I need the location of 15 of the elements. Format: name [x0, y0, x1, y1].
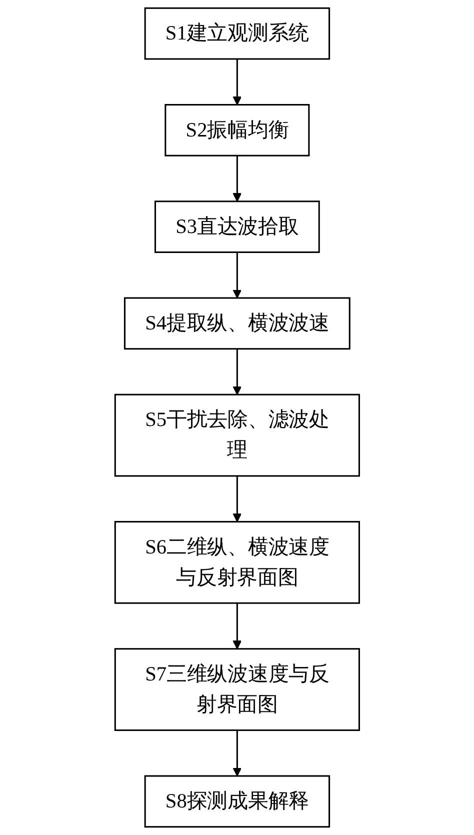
node-box: S4提取纵、横波波速 [124, 297, 350, 350]
arrow [232, 603, 242, 650]
node-box: S6二维纵、横波速度与反射界面图 [114, 520, 360, 604]
arrow [232, 730, 242, 776]
node-box: S8探测成果解释 [144, 775, 330, 828]
arrow [232, 252, 242, 298]
arrow [232, 59, 242, 106]
node-box: S3直达波拾取 [154, 200, 320, 253]
node-box: S5干扰去除、滤波处理 [114, 394, 360, 477]
arrow [232, 348, 242, 396]
arrow [232, 476, 242, 522]
node-box: S1建立观测系统 [144, 7, 330, 60]
node-box: S2振幅均衡 [164, 104, 310, 156]
node-box: S7三维纵波速度与反射界面图 [114, 648, 360, 731]
arrow [232, 156, 242, 202]
